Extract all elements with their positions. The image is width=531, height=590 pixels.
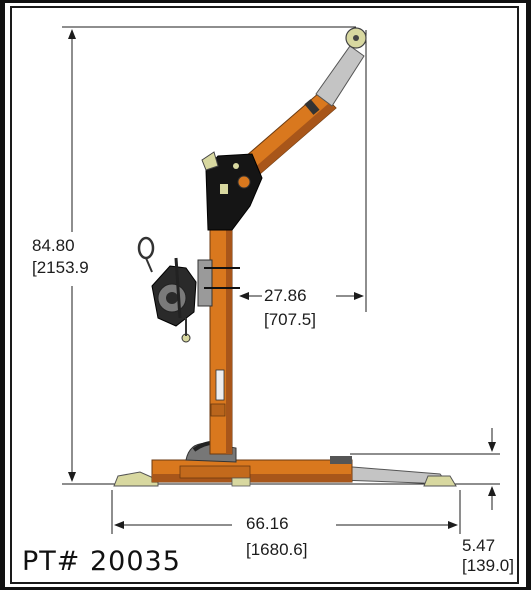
boom-pin [304, 99, 320, 115]
base-width-dim-metric: [1680.6] [246, 540, 308, 560]
dimension-lines [62, 26, 500, 534]
left-foot-bracket [113, 471, 159, 487]
boom-orange-shadow [238, 104, 336, 186]
winch-handle [174, 257, 182, 319]
base-caster [231, 477, 251, 487]
base-width-dim-imperial: 66.16 [246, 514, 289, 534]
reach-dim-metric: [707.5] [264, 310, 316, 330]
mast-clip [210, 403, 226, 417]
head-tab [220, 184, 228, 194]
carabiner-link [145, 257, 153, 273]
head-bracket [205, 153, 263, 231]
mast-shadow [226, 190, 232, 454]
boom-extension [315, 45, 365, 107]
base-pin [330, 456, 352, 464]
height-dim-metric: [2153.9 [32, 258, 89, 278]
winch-hub [166, 292, 178, 304]
reach-dim-imperial: 27.86 [264, 286, 307, 306]
head-bolt [233, 163, 239, 169]
mast-head [201, 151, 263, 231]
head-pivot [237, 175, 251, 189]
boom-pulley-axle [353, 35, 359, 41]
part-number: PT# 20035 [22, 546, 181, 577]
height-dim-imperial: 84.80 [32, 236, 75, 256]
boom [229, 27, 367, 187]
base-height-dim-imperial: 5.47 [462, 536, 496, 556]
base-socket [179, 465, 251, 479]
mast-label [215, 369, 225, 401]
carabiner [137, 236, 155, 260]
winch-assembly [137, 236, 240, 343]
head-left-pulley [201, 151, 219, 171]
base-height-dim-metric: [139.0] [462, 556, 514, 576]
base-beam-shadow [152, 474, 352, 482]
winch-mount-plate [197, 259, 213, 307]
right-foot-bracket [423, 475, 457, 487]
base-assembly [113, 440, 457, 487]
